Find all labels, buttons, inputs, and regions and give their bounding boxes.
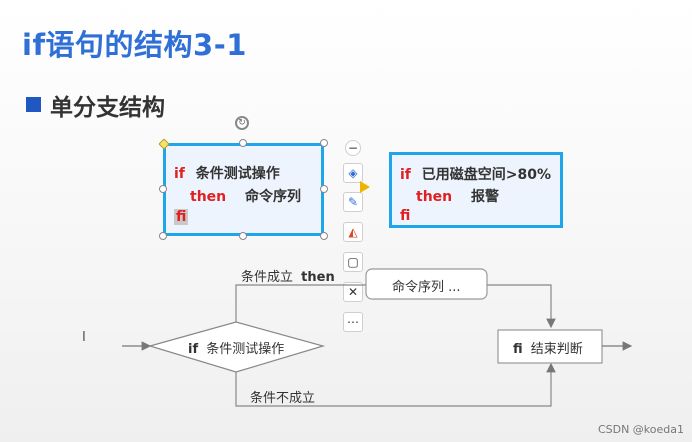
end-box-shape <box>497 329 603 364</box>
fi-keyword: fi <box>400 208 411 224</box>
resize-handle-bottom-left[interactable] <box>159 232 167 240</box>
more-icon[interactable]: ⋯ <box>343 312 363 332</box>
resize-handle-bottom-right[interactable] <box>320 232 328 240</box>
subheading: 单分支结构 <box>50 95 165 121</box>
decision-diamond <box>147 321 326 373</box>
border-icon[interactable]: ▢ <box>343 252 363 272</box>
watermark: CSDN @koeda1 <box>597 423 684 436</box>
fi-keyword: fi <box>174 209 189 225</box>
resize-handle-top-right[interactable] <box>320 139 328 147</box>
true-branch-to-end <box>487 284 556 329</box>
code-line-2: then 命令序列 <box>190 186 301 206</box>
then-label: then <box>301 270 335 285</box>
then-keyword: then <box>416 189 453 205</box>
then-keyword: then <box>190 189 227 205</box>
decision-label: if 条件测试操作 <box>188 338 284 357</box>
minus-icon[interactable]: − <box>345 140 361 156</box>
decision-if-keyword: if <box>188 342 199 357</box>
condition-false-label: 条件不成立 <box>250 391 316 406</box>
code-line-1: if 条件测试操作 <box>174 163 280 183</box>
example-line-1: if 已用磁盘空间>80% <box>400 164 551 184</box>
bullet-square <box>26 97 41 112</box>
condition-true-label: 条件成立 then <box>241 266 335 285</box>
command-box-label: 命令序列 ... <box>392 280 461 295</box>
true-branch-line <box>235 284 366 322</box>
end-text: 结束判断 <box>530 342 583 357</box>
decision-condition-text: 条件测试操作 <box>206 342 285 357</box>
disk-condition-text: 已用磁盘空间>80% <box>421 167 552 183</box>
example-line-2: then 报警 <box>416 186 499 206</box>
resize-handle-bottom[interactable] <box>239 232 247 240</box>
condition-text: 条件测试操作 <box>195 166 280 182</box>
example-line-3: fi <box>400 208 410 224</box>
tools-icon[interactable]: ✕ <box>343 282 363 302</box>
toolbar-pointer-icon <box>360 181 370 193</box>
resize-handle-top[interactable] <box>239 139 247 147</box>
fill-color-icon[interactable]: ◭ <box>343 222 363 242</box>
alarm-text: 报警 <box>471 189 499 205</box>
resize-handle-right[interactable] <box>320 185 328 193</box>
code-line-3: fi <box>174 209 189 225</box>
if-keyword: if <box>174 166 185 182</box>
text-cursor-icon: I <box>82 330 86 345</box>
rotate-handle-icon[interactable]: ↻ <box>235 116 249 130</box>
resize-handle-left[interactable] <box>159 185 167 193</box>
command-box-shape <box>365 268 488 300</box>
end-box-label: fi 结束判断 <box>513 338 583 357</box>
code-box-example[interactable]: if 已用磁盘空间>80% then 报警 fi <box>389 152 563 228</box>
if-keyword: if <box>400 167 411 183</box>
condition-true-text: 条件成立 <box>241 270 294 285</box>
layers-icon[interactable]: ◈ <box>343 163 363 183</box>
slide-title: if语句的结构3-1 <box>22 28 247 62</box>
pen-icon[interactable]: ✎ <box>343 192 363 212</box>
false-branch-line <box>235 362 556 407</box>
end-fi-keyword: fi <box>513 342 523 357</box>
command-text: 命令序列 <box>245 189 301 205</box>
